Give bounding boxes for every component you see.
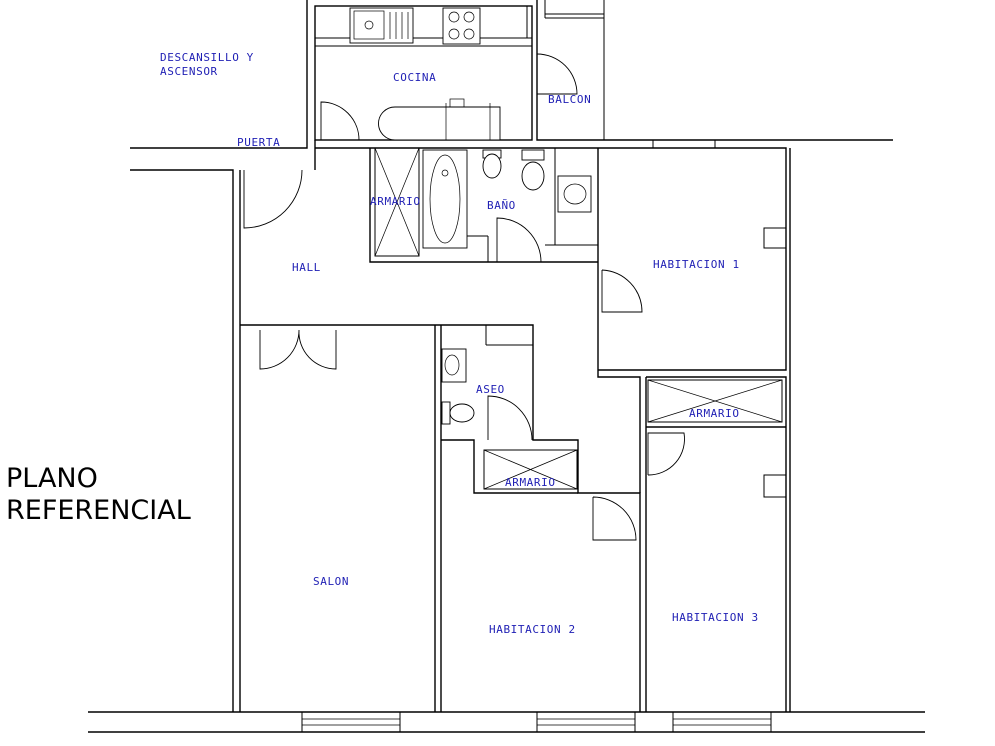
bedroom-3 — [647, 432, 786, 498]
bathroom — [374, 147, 598, 263]
bidet — [482, 149, 502, 179]
plan-title-line-2: REFERENCIAL — [6, 495, 191, 526]
salon-double-door — [259, 329, 337, 370]
internal-walls — [239, 140, 787, 712]
label-kitchen: COCINA — [393, 71, 436, 84]
kitchen-door — [320, 101, 360, 141]
stove — [442, 7, 481, 45]
window-habitacion-3 — [672, 711, 772, 733]
window-salon — [301, 711, 401, 733]
plan-title: PLANO REFERENCIAL — [6, 463, 191, 526]
bedroom-3-door — [647, 432, 685, 476]
exterior-walls — [88, 0, 925, 733]
window-habitacion-2 — [536, 711, 636, 733]
washbasin — [557, 175, 592, 213]
aseo-wc — [441, 401, 475, 425]
kitchen-island — [378, 98, 501, 141]
label-bedroom-3: HABITACION 3 — [672, 611, 759, 624]
plan-title-line-1: PLANO — [6, 463, 98, 494]
bedroom-2-door — [592, 496, 637, 541]
bedroom-1-door — [601, 269, 643, 313]
label-closet-bedroom-2: ARMARIO — [505, 476, 556, 489]
entrance-door — [243, 169, 303, 229]
room-labels: DESCANSILLO Y ASCENSOR PUERTA COCINA BAL… — [160, 51, 759, 636]
label-bedroom-1: HABITACION 1 — [653, 258, 740, 271]
aseo-door — [487, 395, 533, 441]
kitchen-sink — [349, 7, 414, 44]
label-hall: HALL — [292, 261, 321, 274]
label-landing-line2: ASCENSOR — [160, 65, 218, 78]
window-habitacion-1 — [652, 139, 716, 149]
balcony-railing — [544, 0, 605, 140]
label-toilet: ASEO — [476, 383, 505, 396]
bathroom-door — [496, 217, 542, 263]
balcony-door — [536, 53, 578, 95]
windows — [301, 0, 772, 733]
label-balcony: BALCON — [548, 93, 591, 106]
kitchen — [314, 5, 578, 141]
aseo-washbasin — [441, 348, 467, 383]
bedroom-1 — [601, 227, 786, 313]
label-landing-line1: DESCANSILLO Y — [160, 51, 254, 64]
label-door: PUERTA — [237, 136, 280, 149]
label-bedroom-2: HABITACION 2 — [489, 623, 576, 636]
label-closet-bedroom-1: ARMARIO — [689, 407, 740, 420]
label-bathroom: BAÑO — [487, 199, 516, 212]
label-closet-hall: ARMARIO — [370, 195, 421, 208]
closet-bedroom-1 — [647, 379, 783, 423]
closet-bedroom-2 — [483, 449, 578, 490]
toilet-room — [441, 325, 533, 441]
wc — [521, 149, 545, 191]
label-living: SALON — [313, 575, 349, 588]
